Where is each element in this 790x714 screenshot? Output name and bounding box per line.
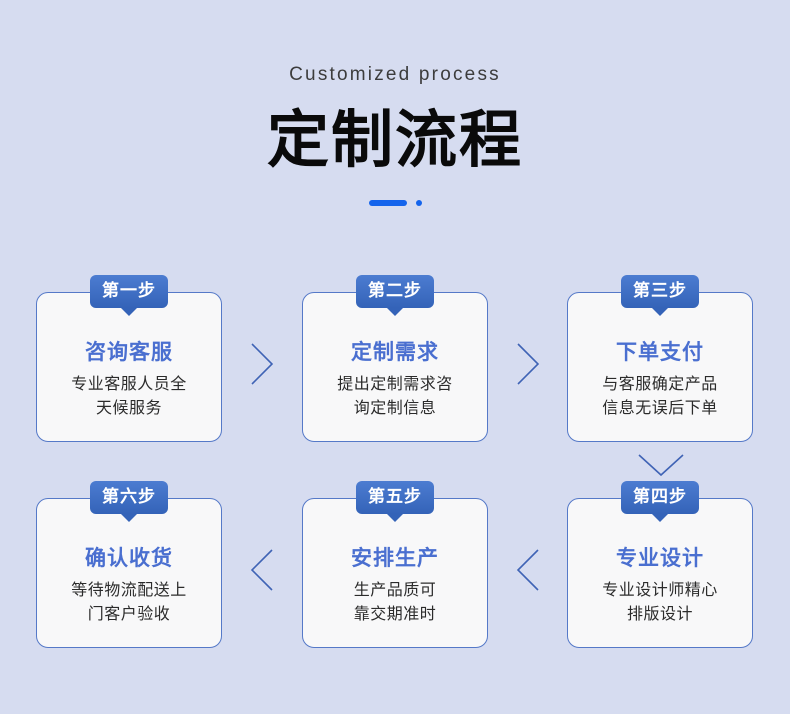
step-badge-5: 第五步: [356, 481, 434, 514]
divider-bar-icon: [368, 200, 407, 206]
step-card-6[interactable]: 第六步 确认收货 等待物流配送上 门客户验收: [36, 481, 222, 648]
step-title-3: 下单支付: [616, 341, 704, 364]
step-badge-2: 第二步: [356, 275, 434, 308]
step-title-1: 咨询客服: [85, 341, 173, 364]
chevron-left-icon-1: [245, 546, 279, 594]
step-title-4: 专业设计: [616, 547, 704, 570]
step-card-5[interactable]: 第五步 安排生产 生产品质可 靠交期准时: [302, 481, 488, 648]
step-badge-1: 第一步: [90, 275, 168, 308]
step-desc-5: 生产品质可 靠交期准时: [353, 582, 437, 623]
step-desc-6: 等待物流配送上 门客户验收: [71, 582, 187, 623]
flow-row-top: 第一步 咨询客服 专业客服人员全 天候服务 第二步 定制需求 提出定制需求咨 询…: [0, 262, 790, 477]
flow-row-bottom: 第六步 确认收货 等待物流配送上 门客户验收 第五步 安排生产 生产品质可 靠交…: [0, 468, 790, 648]
step-card-1[interactable]: 第一步 咨询客服 专业客服人员全 天候服务: [36, 275, 222, 442]
step-title-6: 确认收货: [85, 547, 173, 570]
chevron-down-icon-1: [634, 448, 688, 482]
step-card-3[interactable]: 第三步 下单支付 与客服确定产品 信息无误后下单: [567, 275, 753, 442]
page-header: Customized process 定制流程: [0, 0, 790, 208]
process-flow: 第一步 咨询客服 专业客服人员全 天候服务 第二步 定制需求 提出定制需求咨 询…: [0, 262, 790, 648]
step-card-2[interactable]: 第二步 定制需求 提出定制需求咨 询定制信息: [302, 275, 488, 442]
step-badge-6: 第六步: [90, 481, 168, 514]
page-eyebrow: Customized process: [289, 64, 501, 85]
chevron-right-icon-1: [245, 340, 279, 388]
step-desc-2: 提出定制需求咨 询定制信息: [337, 376, 453, 417]
step-title-2: 定制需求: [351, 341, 439, 364]
step-card-4[interactable]: 第四步 专业设计 专业设计师精心 排版设计: [567, 481, 753, 648]
title-divider: [0, 198, 790, 208]
step-desc-3: 与客服确定产品 信息无误后下单: [602, 376, 718, 417]
step-title-5: 安排生产: [351, 547, 439, 570]
step-desc-4: 专业设计师精心 排版设计: [602, 582, 718, 623]
step-desc-1: 专业客服人员全 天候服务: [71, 376, 187, 417]
step-badge-3: 第三步: [621, 275, 699, 308]
chevron-left-icon-2: [511, 546, 545, 594]
page-title: 定制流程: [266, 103, 523, 176]
step-badge-4: 第四步: [621, 481, 699, 514]
chevron-right-icon-2: [511, 340, 545, 388]
divider-dot-icon: [415, 200, 422, 206]
